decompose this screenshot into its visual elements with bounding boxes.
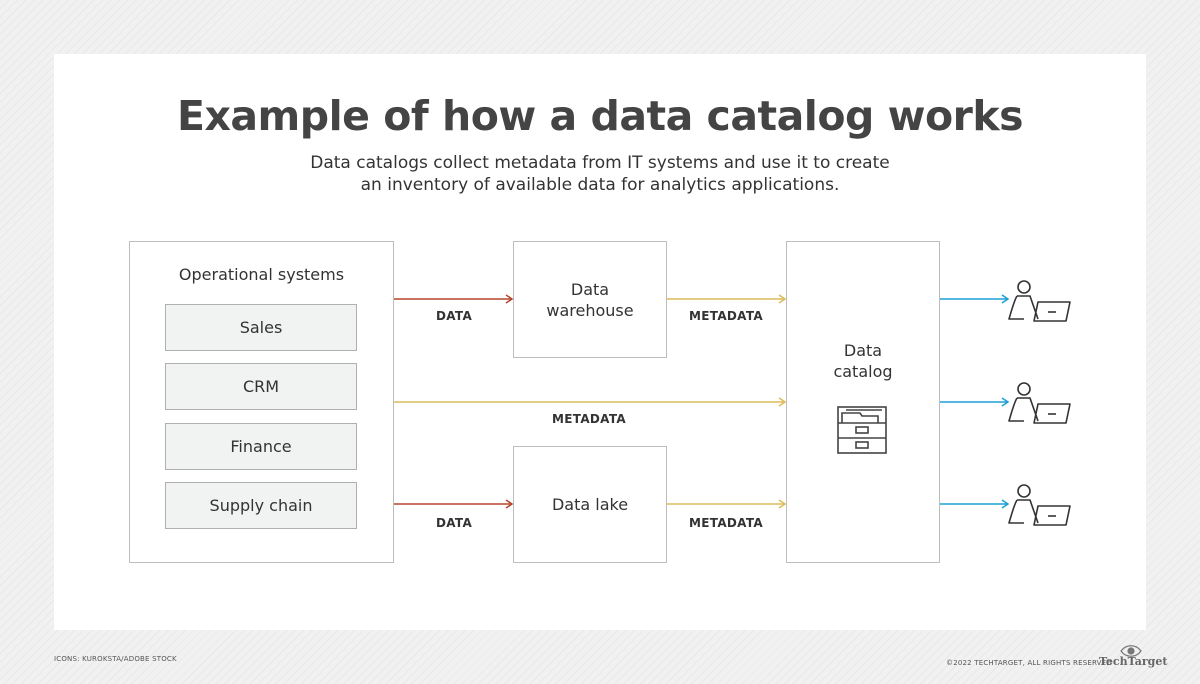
subtitle-line-2: an inventory of available data for analy…	[360, 175, 840, 195]
data-warehouse-label-line-1: Data	[570, 280, 610, 299]
copyright-notice: ©2022 TECHTARGET, ALL RIGHTS RESERVED	[946, 659, 1112, 667]
file-cabinet-icon	[837, 406, 887, 454]
subtitle-line-1: Data catalogs collect metadata from IT s…	[310, 153, 890, 173]
system-item-sales: Sales	[165, 304, 357, 351]
operational-systems-heading: Operational systems	[178, 265, 345, 284]
system-item-supply-chain: Supply chain	[165, 482, 357, 529]
icon-credit: ICONS: KUROKSTA/ADOBE STOCK	[54, 655, 177, 663]
flow-label-lake-to-catalog: METADATA	[689, 516, 763, 530]
page-title: Example of how a data catalog works	[176, 92, 1024, 140]
system-item-finance: Finance	[165, 423, 357, 470]
data-catalog-label-line-1: Data	[843, 341, 883, 360]
data-catalog-label-line-2: catalog	[833, 362, 893, 381]
flow-label-ops-to-warehouse: DATA	[435, 309, 473, 323]
user-laptop-icon-3	[1008, 484, 1071, 526]
data-warehouse-label: Data warehouse	[514, 279, 666, 321]
user-laptop-icon-2	[1008, 382, 1071, 424]
flow-label-warehouse-to-catalog: METADATA	[689, 309, 763, 323]
user-laptop-icon-1	[1008, 280, 1071, 322]
data-warehouse-label-line-2: warehouse	[546, 301, 634, 320]
data-catalog-label: Data catalog	[787, 340, 939, 382]
page-subtitle: Data catalogs collect metadata from IT s…	[300, 152, 900, 196]
data-warehouse-box: Data warehouse	[513, 241, 667, 358]
brand-logo-text: TechTarget	[1099, 655, 1168, 668]
flow-label-ops-to-catalog: METADATA	[552, 412, 626, 426]
data-lake-box: Data lake	[513, 446, 667, 563]
data-catalog-box: Data catalog	[786, 241, 940, 563]
flow-label-ops-to-lake: DATA	[435, 516, 473, 530]
system-item-crm: CRM	[165, 363, 357, 410]
techtarget-logo-icon	[1120, 645, 1142, 657]
data-lake-label: Data lake	[551, 495, 629, 514]
